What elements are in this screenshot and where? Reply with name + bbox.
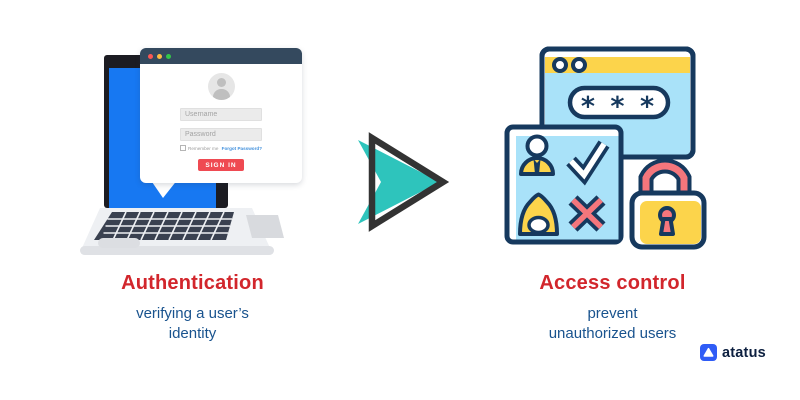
padlock-icon bbox=[629, 158, 707, 250]
login-window-titlebar bbox=[140, 48, 302, 64]
login-window-tail bbox=[150, 179, 178, 198]
brand-logo: atatus bbox=[700, 344, 766, 361]
brand-name: atatus bbox=[722, 344, 766, 361]
arrow-fill bbox=[358, 140, 440, 224]
hacker-icon bbox=[518, 192, 559, 236]
remember-me-checkbox[interactable]: Remember me bbox=[180, 145, 218, 151]
login-options-row: Remember me Forgot Password? bbox=[180, 145, 262, 151]
flow-arrow-icon bbox=[358, 132, 450, 232]
remember-me-label: Remember me bbox=[188, 145, 219, 151]
minimize-dot-icon bbox=[157, 53, 162, 59]
authentication-description: verifying a user’s identity bbox=[136, 305, 249, 343]
arrow-outline bbox=[368, 132, 450, 232]
sign-in-button[interactable]: SIGN IN bbox=[198, 159, 244, 171]
password-field-icon: * * * bbox=[567, 85, 671, 123]
user-avatar-icon bbox=[207, 73, 235, 100]
laptop-trackpad bbox=[246, 215, 284, 238]
browser-dot-icon bbox=[552, 57, 568, 73]
laptop-palmrest bbox=[98, 238, 140, 248]
maximize-dot-icon bbox=[166, 53, 171, 59]
username-input[interactable]: Username bbox=[180, 108, 262, 121]
check-icon bbox=[566, 140, 610, 186]
close-dot-icon bbox=[148, 53, 153, 59]
checkbox-icon[interactable] bbox=[180, 145, 186, 151]
password-input[interactable]: Password bbox=[180, 128, 262, 141]
authentication-caption: Authentication verifying a user’s identi… bbox=[85, 272, 300, 345]
user-verification-card bbox=[504, 124, 624, 245]
authorized-user-icon bbox=[519, 134, 555, 176]
access-control-caption: Access control prevent unauthorized user… bbox=[505, 272, 720, 345]
cross-icon bbox=[568, 195, 606, 232]
browser-dot-icon bbox=[571, 57, 587, 73]
login-window: Username Password Remember me Forgot Pas… bbox=[140, 48, 302, 183]
keyboard-key-lines bbox=[103, 211, 232, 241]
access-control-heading: Access control bbox=[539, 272, 686, 294]
access-control-description: prevent unauthorized users bbox=[548, 305, 677, 343]
forgot-password-link[interactable]: Forgot Password? bbox=[221, 145, 262, 151]
authentication-heading: Authentication bbox=[121, 272, 264, 294]
laptop-front-lip bbox=[80, 246, 274, 255]
password-mask-text: * * * bbox=[581, 92, 657, 123]
atatus-logo-icon bbox=[700, 344, 717, 361]
access-control-illustration: * * * bbox=[504, 46, 707, 250]
keyhole-icon bbox=[658, 206, 676, 236]
